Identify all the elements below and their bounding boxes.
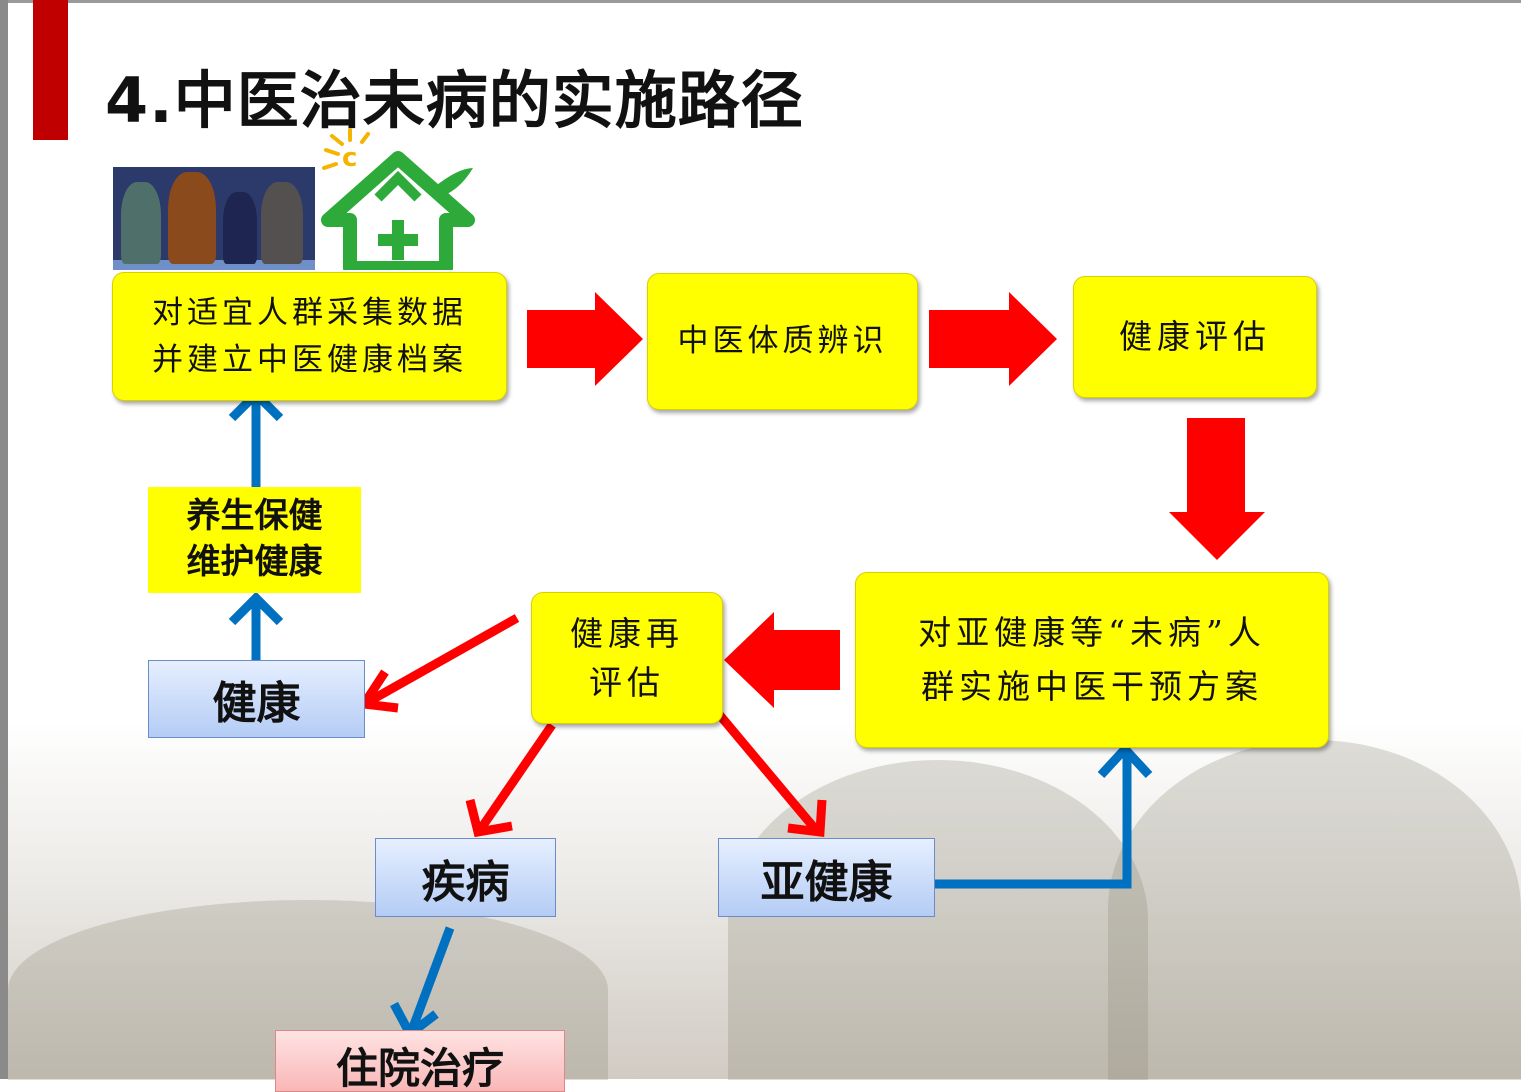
step-reassessment-line1: 健康再 [570, 613, 684, 653]
window-left-edge [0, 0, 8, 1079]
floor [113, 260, 315, 270]
step-collect-line2: 并建立中医健康档案 [152, 341, 467, 378]
arrow-to-healthy [365, 614, 520, 706]
step-collect-line1: 对适宜人群采集数据 [152, 295, 467, 331]
step-reassessment: 健康再评估 [531, 592, 723, 724]
step-assessment-label: 健康评估 [1119, 317, 1271, 357]
step-maintain-line2: 维护健康 [186, 542, 323, 582]
arrow-right-2 [929, 292, 1057, 386]
step-maintain-line1: 养生保健 [186, 496, 323, 537]
step-intervention-line1: 对亚健康等“未病”人 [918, 612, 1266, 652]
outcome-disease-label: 疾病 [421, 856, 510, 908]
outcome-healthy: 健康 [148, 660, 365, 738]
step-collect-data: 对适宜人群采集数据并建立中医健康档案 [112, 272, 507, 401]
person [168, 172, 216, 264]
step-assessment: 健康评估 [1073, 276, 1317, 398]
arrow-down [1169, 418, 1265, 560]
step-maintain-health: 养生保健维护健康 [148, 487, 361, 593]
outcome-hospital: 住院治疗 [275, 1030, 565, 1092]
person [121, 182, 161, 264]
arrow-to-subhealth [714, 710, 820, 833]
health-house-logo-icon: c [321, 128, 475, 270]
svg-text:c: c [342, 143, 357, 173]
step-intervention: 对亚健康等“未病”人群实施中医干预方案 [855, 572, 1329, 748]
arrow-disease-to-hospital [407, 926, 455, 1032]
step-reassessment-line2: 评估 [589, 663, 665, 702]
window-top-edge [0, 0, 1521, 3]
title-accent-bar [33, 0, 68, 140]
outcome-disease: 疾病 [375, 838, 556, 917]
outcome-subhealth: 亚健康 [718, 838, 935, 917]
page-title: 4.中医治未病的实施路径 [105, 64, 804, 137]
outcome-hospital-label: 住院治疗 [335, 1044, 504, 1092]
step-constitution: 中医体质辨识 [647, 273, 918, 410]
arrow-subhealth-to-intervention [933, 750, 1132, 889]
person [223, 192, 257, 264]
outcome-subhealth-label: 亚健康 [760, 856, 893, 908]
step-intervention-line2: 群实施中医干预方案 [921, 667, 1263, 706]
arrow-right-1 [527, 292, 643, 386]
person [261, 182, 303, 264]
hill [1108, 740, 1521, 1080]
arrow-left [724, 612, 840, 708]
step-constitution-label: 中医体质辨识 [677, 323, 888, 360]
arrow-to-disease [476, 722, 556, 833]
outcome-healthy-label: 健康 [212, 678, 301, 729]
people-group-image [113, 167, 315, 270]
